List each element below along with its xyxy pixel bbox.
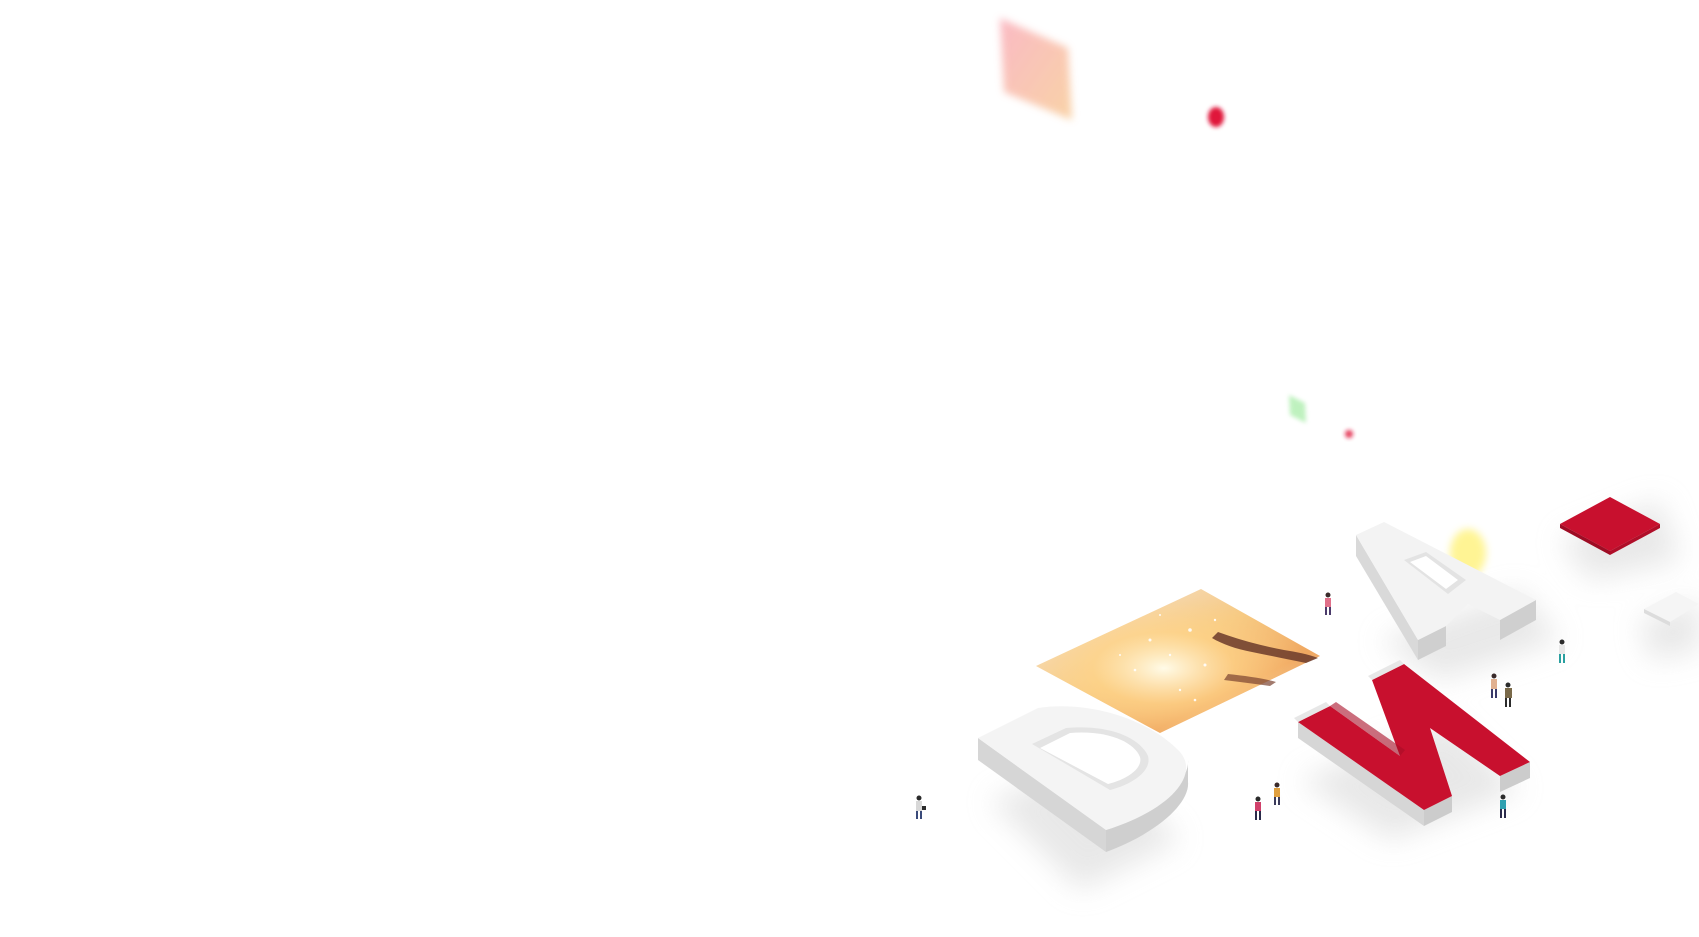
pink-glow-tile <box>1000 18 1072 120</box>
people-figures <box>916 592 1565 820</box>
white-diamond-tile <box>1644 592 1699 626</box>
person-figure <box>916 795 926 819</box>
person-figure <box>1274 782 1280 805</box>
photo-tile-hand-light <box>1036 589 1320 733</box>
red-dot-middle <box>1345 430 1353 438</box>
letter-d-block <box>978 706 1189 852</box>
letter-a-block <box>1356 522 1536 660</box>
letter-n-block <box>1294 660 1530 826</box>
green-glow-tile <box>1289 395 1306 423</box>
person-figure <box>1559 639 1565 663</box>
red-diamond-tile <box>1560 497 1660 555</box>
person-figure <box>1491 673 1497 698</box>
person-figure <box>1500 794 1506 818</box>
person-figure <box>1505 682 1512 707</box>
person-figure <box>1325 592 1331 615</box>
person-figure <box>1255 796 1261 820</box>
red-dot-top <box>1208 107 1224 127</box>
